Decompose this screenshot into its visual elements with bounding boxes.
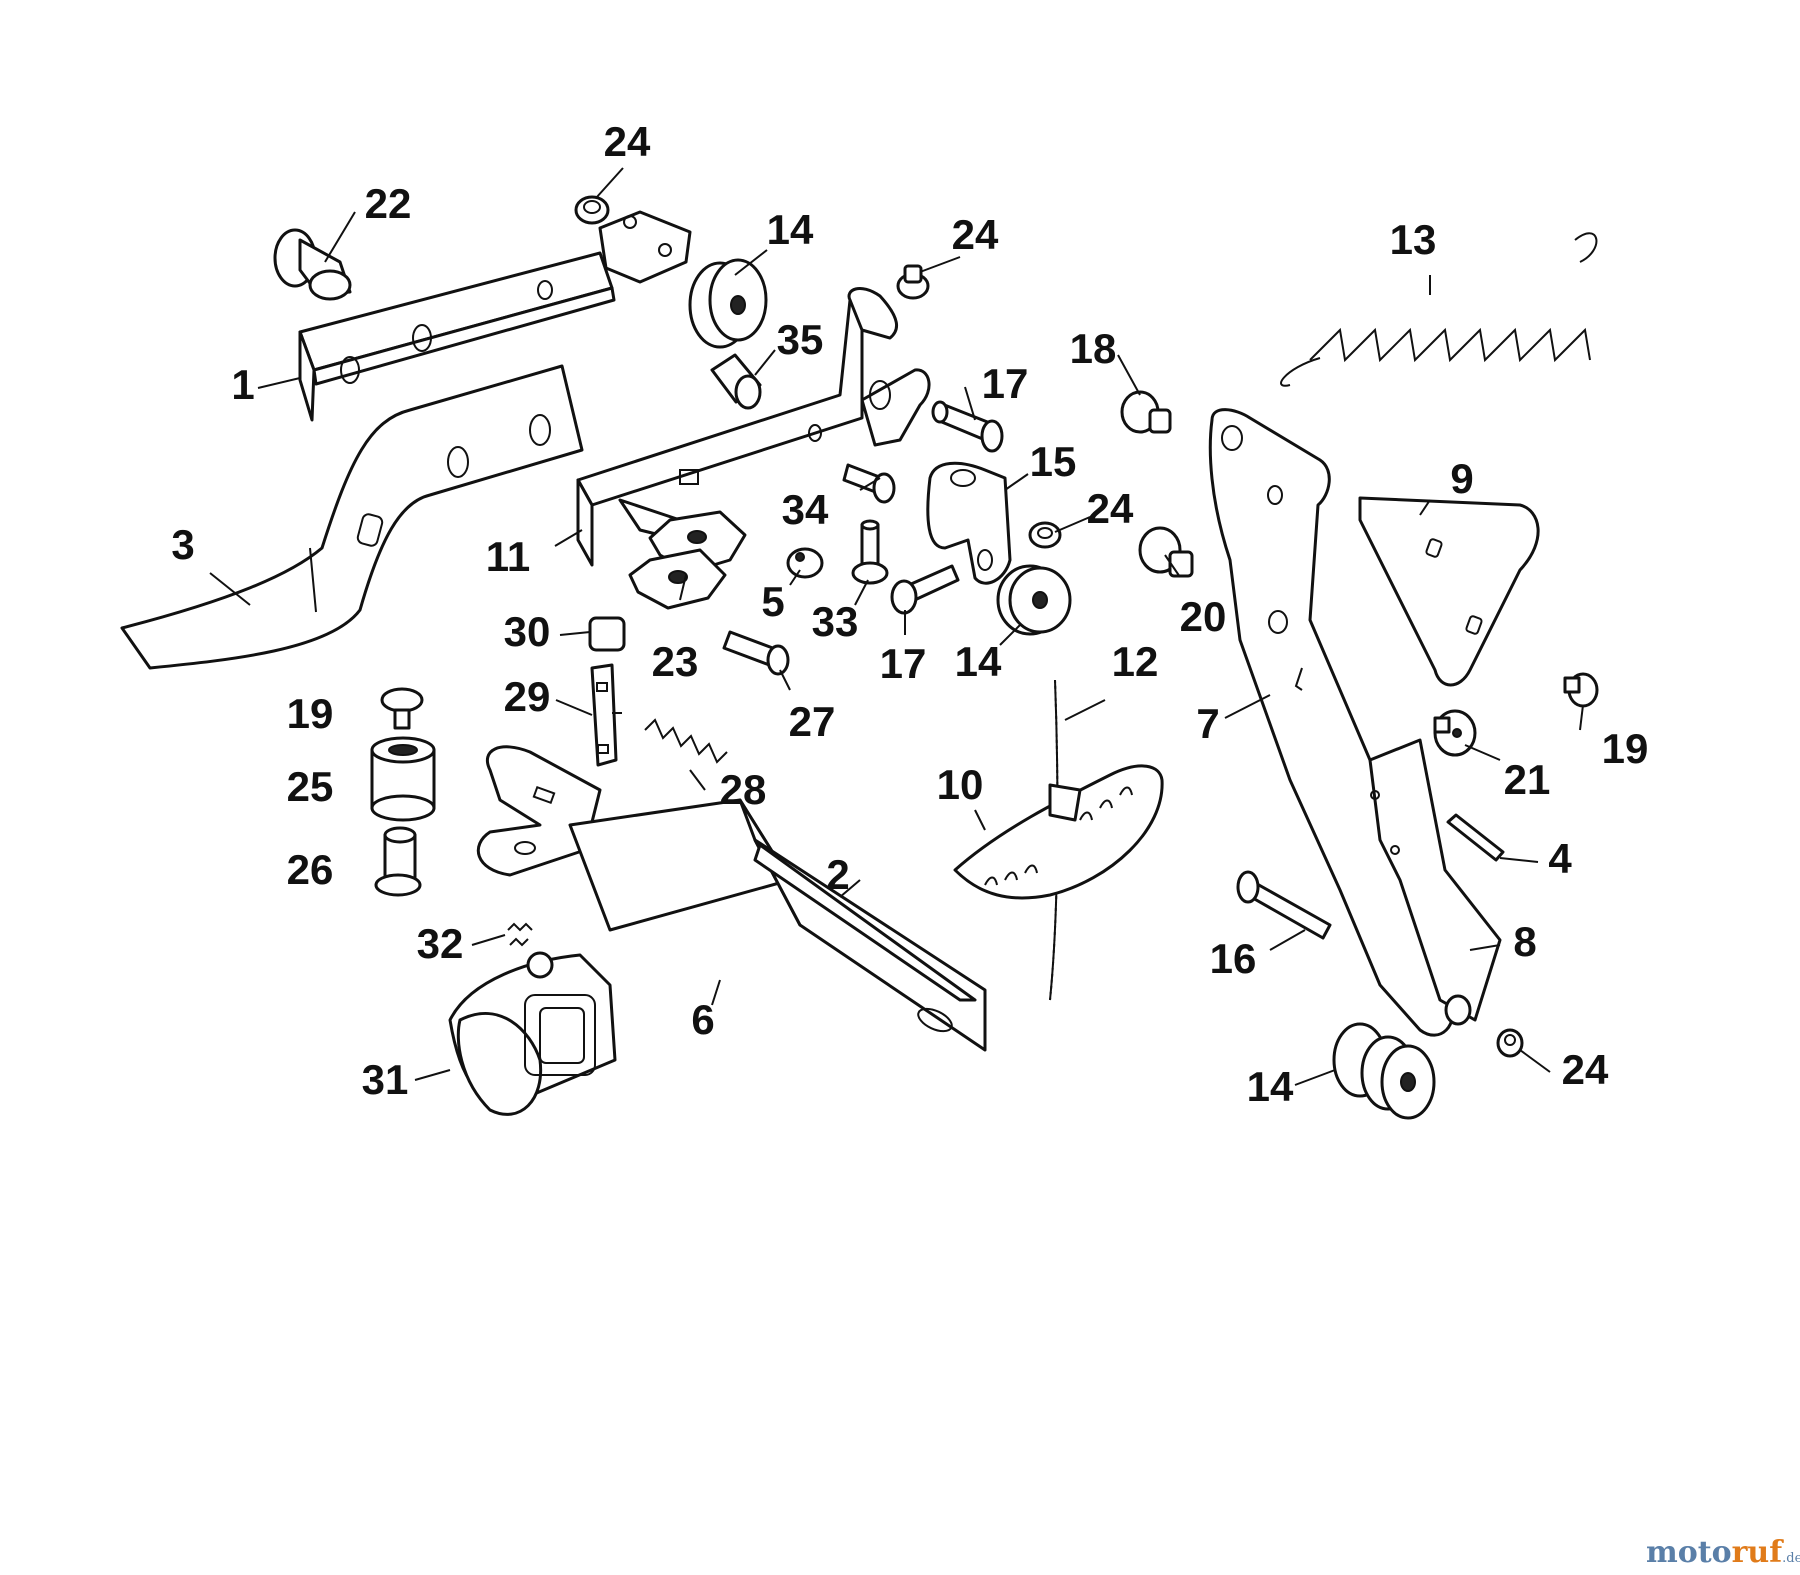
part-pin-17a [931, 400, 1004, 453]
watermark-brand-b: ruf [1732, 1535, 1785, 1570]
callout-13: 13 [1390, 216, 1437, 263]
part-handle-grip [448, 922, 617, 1116]
watermark-brand-a: moto [1646, 1535, 1732, 1570]
callout-15: 15 [1030, 438, 1077, 485]
callout-24-second: 24 [952, 211, 999, 258]
callout-2: 2 [826, 851, 849, 898]
callout-31: 31 [362, 1056, 409, 1103]
callout-24-bottom: 24 [1562, 1046, 1609, 1093]
callout-24-top: 24 [604, 118, 651, 165]
part-small-spring [644, 718, 728, 764]
leader-lines [209, 167, 1584, 1086]
part-nut-20 [1138, 526, 1194, 578]
callout-8: 8 [1513, 918, 1536, 965]
callout-20: 20 [1180, 593, 1227, 640]
part-spacer [370, 736, 436, 822]
callout-16: 16 [1210, 935, 1257, 982]
callout-26: 26 [287, 846, 334, 893]
callout-18: 18 [1070, 325, 1117, 372]
callout-7: 7 [1196, 700, 1219, 747]
callout-29: 29 [504, 673, 551, 720]
part-double-pulley [1332, 1022, 1436, 1120]
part-flanged-nut [273, 228, 352, 301]
part-pin-17b [890, 564, 960, 615]
part-long-spring [1280, 232, 1598, 387]
part-pulley-mid [996, 564, 1072, 636]
part-bolt-33 [851, 519, 889, 585]
callout-11: 11 [486, 533, 530, 580]
callout-9: 9 [1450, 455, 1473, 502]
callout-1: 1 [231, 361, 254, 408]
part-plate [1358, 496, 1540, 687]
callout-34: 34 [782, 486, 829, 533]
callout-10: 10 [937, 761, 984, 808]
watermark-text: motoruf.de [1646, 1535, 1800, 1570]
part-long-bolt [1236, 870, 1332, 940]
callout-6: 6 [691, 996, 714, 1043]
callout-3: 3 [171, 521, 194, 568]
callout-22: 22 [365, 180, 412, 227]
part-screw-left [380, 687, 424, 730]
callout-17-top: 17 [982, 360, 1029, 407]
part-small-nut-2 [896, 264, 930, 300]
part-sleeve [374, 826, 422, 897]
part-screw-21 [1433, 709, 1477, 757]
part-pulley-top [688, 258, 768, 349]
part-pin-4 [1446, 813, 1505, 862]
callout-4: 4 [1548, 835, 1572, 882]
part-bushing [710, 353, 762, 410]
part-washer-screw [786, 547, 824, 579]
callout-30: 30 [504, 608, 551, 655]
callout-14-bottom: 14 [1247, 1063, 1294, 1110]
callout-19-right: 19 [1602, 725, 1649, 772]
part-screw-right [1563, 672, 1599, 708]
callout-25: 25 [287, 763, 334, 810]
callout-24-third: 24 [1087, 485, 1134, 532]
part-bracket-rail [298, 210, 692, 422]
part-latch-plate [590, 663, 622, 767]
callout-14-top: 14 [767, 206, 814, 253]
part-small-nut-top [574, 195, 610, 225]
part-pin-27 [722, 630, 790, 676]
callout-21: 21 [1504, 756, 1551, 803]
part-gear-segment [953, 764, 1164, 900]
part-curved-blade [120, 364, 584, 670]
part-telescoping-arm [476, 745, 987, 1052]
callout-33: 33 [812, 598, 859, 645]
callout-35: 35 [777, 316, 824, 363]
callout-19-left: 19 [287, 690, 334, 737]
callout-32: 32 [417, 920, 464, 967]
watermark-tld: .de [1782, 1551, 1800, 1566]
part-cap [588, 616, 626, 652]
callout-5: 5 [761, 578, 784, 625]
part-nut-18 [1120, 390, 1172, 434]
part-pin-34 [842, 463, 896, 504]
callout-27: 27 [789, 698, 836, 745]
part-small-nut-3 [1028, 521, 1062, 549]
part-small-nut-4 [1496, 1028, 1524, 1058]
part-clamp-bracket [926, 461, 1012, 585]
callout-labels: 1 2 3 4 5 6 7 8 9 10 11 12 13 14 14 14 1… [171, 118, 1648, 1110]
callout-23: 23 [652, 638, 699, 685]
part-lever-arm [1208, 408, 1502, 1037]
callout-28: 28 [720, 766, 767, 813]
callout-14-mid: 14 [955, 638, 1002, 685]
part-star-washers [628, 510, 747, 610]
watermark: motoruf.de [1646, 1535, 1800, 1570]
callout-12: 12 [1112, 638, 1159, 685]
callout-17-bottom: 17 [880, 640, 927, 687]
